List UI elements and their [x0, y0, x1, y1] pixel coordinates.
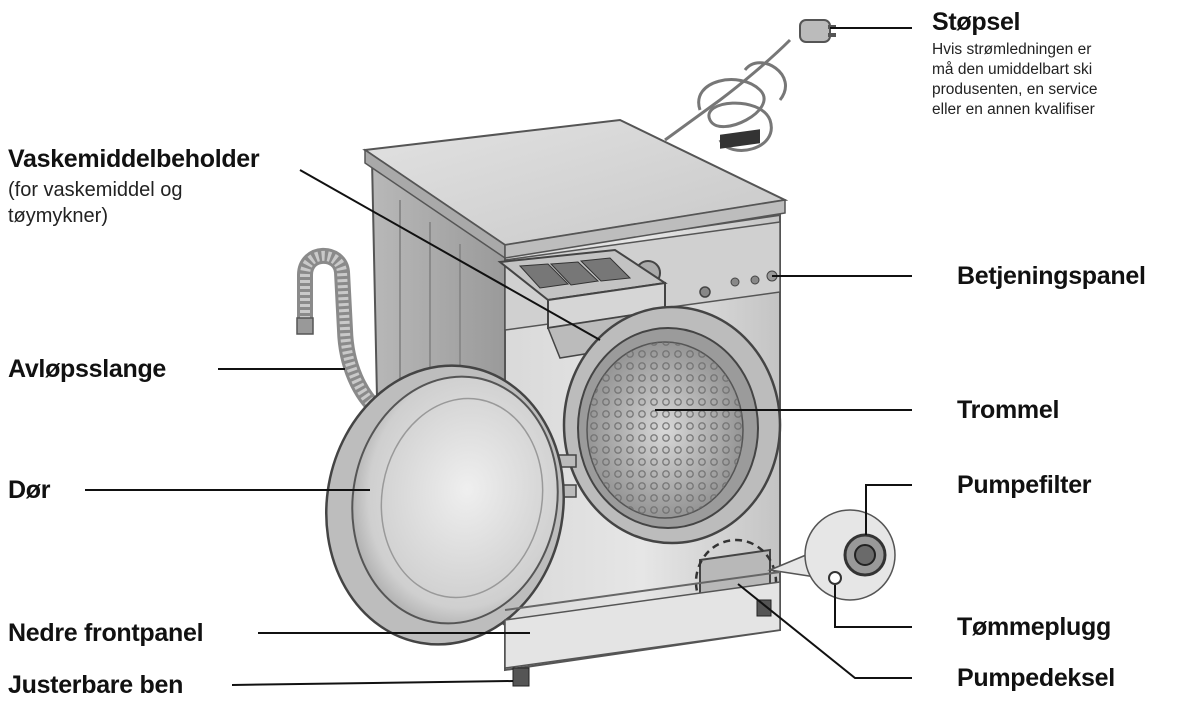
adjustable-legs — [512, 599, 772, 687]
label-pumpedeksel: Pumpedeksel — [957, 664, 1115, 692]
label-avlopsslange: Avløpsslange — [8, 355, 167, 383]
drum — [562, 305, 782, 545]
leader-lines — [85, 27, 912, 686]
plug-icon — [799, 19, 836, 43]
note-stopsel: Hvis strømledningen er må den umiddelbar… — [932, 41, 1098, 118]
label-nedre-frontpanel: Nedre frontpanel — [8, 619, 204, 647]
power-cord — [664, 38, 792, 152]
label-pumpefilter: Pumpefilter — [957, 471, 1092, 499]
label-tommeplugg: Tømmeplugg — [957, 613, 1111, 641]
pump-zoom-bubble — [767, 509, 896, 601]
label-justerbare-ben: Justerbare ben — [8, 671, 184, 699]
label-betjeningspanel: Betjeningspanel — [957, 262, 1146, 290]
leader-vaskemiddelbeholder — [299, 169, 601, 341]
leader-tommeplugg — [834, 585, 912, 628]
lower-front-panel — [504, 571, 781, 669]
drain-hose — [296, 247, 386, 418]
note-vaskemiddelbeholder: (for vaskemiddel og tøymykner) — [8, 179, 183, 227]
leader-pumpefilter — [865, 484, 912, 535]
door — [325, 364, 565, 646]
label-vaskemiddelbeholder: Vaskemiddelbeholder — [8, 145, 260, 173]
leader-justerbare-ben — [231, 680, 514, 686]
label-dor: Dør — [8, 476, 51, 504]
label-stopsel: Støpsel — [932, 8, 1021, 36]
leader-pumpedeksel — [737, 583, 912, 679]
label-trommel: Trommel — [957, 396, 1060, 424]
